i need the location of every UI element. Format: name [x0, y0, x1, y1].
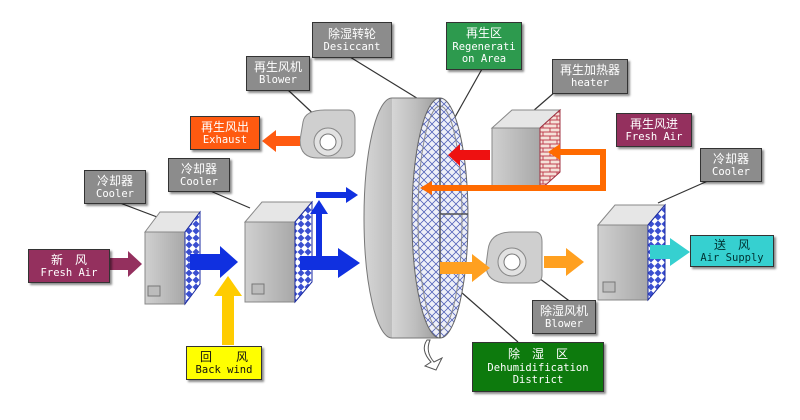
- label-process-blower-en: Blower: [545, 317, 583, 330]
- label-fresh-air: 新 风 Fresh Air: [28, 249, 110, 283]
- label-cooler-left-zh: 冷却器: [96, 173, 133, 188]
- label-back-wind: 回 风 Back wind: [186, 346, 262, 380]
- label-exhaust-zh: 再生风出: [200, 119, 249, 134]
- label-regeneration-area-en2: on Area: [461, 53, 507, 66]
- label-regeneration-area-en1: Regenerati: [452, 40, 516, 53]
- regeneration-air-path: [420, 144, 606, 195]
- label-regen-heater-zh: 再生加热器: [559, 63, 620, 77]
- label-back-wind-zh: 回 风: [199, 349, 248, 364]
- label-cooler-middle-en: Cooler: [180, 175, 218, 188]
- exhaust-arrow: [262, 130, 300, 152]
- label-regen-blower-zh: 再生风机: [253, 60, 302, 74]
- label-regen-heater: 再生加热器 heater: [552, 59, 628, 94]
- cooler-coil-icon: [243, 200, 314, 304]
- label-regen-fresh-air-en: Fresh Air: [625, 130, 683, 143]
- label-desiccant-wheel: 除湿转轮 Desiccant: [312, 22, 392, 58]
- label-desiccant-wheel-en: Desiccant: [323, 40, 381, 53]
- label-exhaust-en: Exhaust: [202, 133, 248, 146]
- label-cooler-right: 冷却器 Cooler: [700, 148, 762, 182]
- fresh-air-arrow: [110, 251, 142, 277]
- label-regen-blower: 再生风机 Blower: [246, 56, 310, 91]
- label-fresh-air-zh: 新 风: [50, 252, 87, 267]
- label-cooler-left: 冷却器 Cooler: [84, 170, 146, 204]
- desiccant-wheel-icon: [363, 97, 469, 339]
- air-supply-arrow: [650, 238, 690, 266]
- label-cooler-right-zh: 冷却器: [712, 151, 749, 166]
- label-cooler-middle: 冷却器 Cooler: [168, 158, 230, 192]
- label-cooler-middle-zh: 冷却器: [180, 161, 217, 176]
- label-cooler-right-en: Cooler: [712, 165, 750, 178]
- label-regen-blower-en: Blower: [259, 74, 297, 87]
- label-desiccant-wheel-zh: 除湿转轮: [327, 26, 376, 41]
- label-air-supply-en: Air Supply: [700, 251, 764, 264]
- label-dehumidification-district: 除 湿 区 Dehumidification District: [472, 342, 604, 392]
- supply-air-arrow: [544, 248, 584, 276]
- label-process-blower: 除湿风机 Blower: [532, 300, 596, 334]
- label-regen-heater-en: heater: [571, 77, 609, 90]
- cooler-coil-icon: [144, 210, 201, 306]
- label-exhaust: 再生风出 Exhaust: [190, 116, 260, 150]
- label-fresh-air-en: Fresh Air: [40, 266, 98, 279]
- back-wind-arrow: [214, 276, 242, 345]
- dry-air-arrow: [440, 254, 490, 282]
- label-dehumidification-district-zh: 除 湿 区: [507, 347, 568, 362]
- label-regeneration-area-zh: 再生区: [465, 26, 502, 41]
- label-dehumidification-district-en1: Dehumidification: [487, 361, 589, 374]
- regen-inlet-arrow: [448, 144, 490, 166]
- blower-icon: [299, 109, 356, 159]
- label-air-supply-zh: 送 风: [713, 237, 750, 252]
- label-regeneration-area: 再生区 Regenerati on Area: [446, 22, 522, 70]
- blower-icon: [485, 231, 543, 284]
- process-air-path: [190, 187, 360, 278]
- label-cooler-left-en: Cooler: [96, 187, 134, 200]
- label-back-wind-en: Back wind: [195, 363, 253, 376]
- label-regen-fresh-air-zh: 再生风进: [629, 116, 678, 131]
- heater-icon: [490, 108, 562, 192]
- label-air-supply: 送 风 Air Supply: [690, 235, 774, 267]
- label-regen-fresh-air: 再生风进 Fresh Air: [616, 113, 692, 147]
- rotation-arrow-icon: [423, 339, 444, 371]
- label-dehumidification-district-en2: District: [512, 374, 564, 387]
- label-process-blower-zh: 除湿风机: [539, 303, 588, 318]
